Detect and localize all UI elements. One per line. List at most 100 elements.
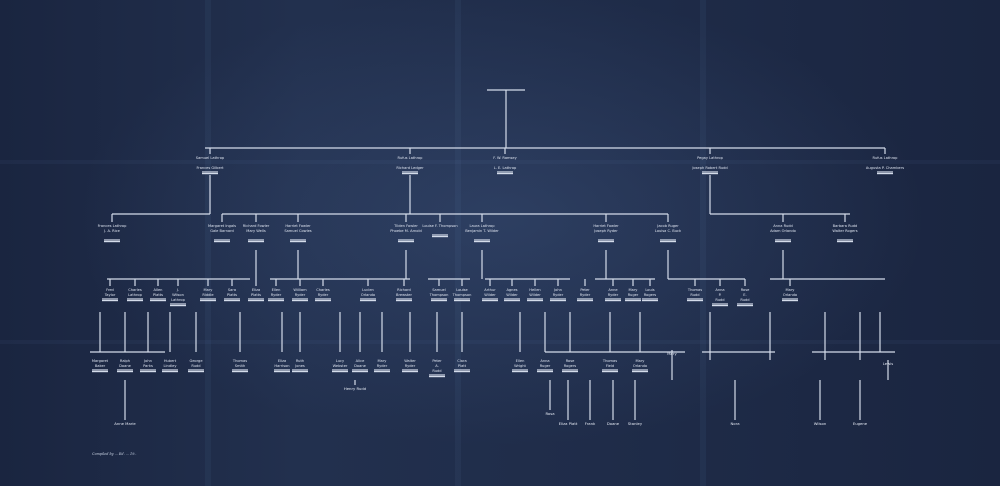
person-name: Anne — [608, 288, 618, 292]
person-name: Samuel Lathrop — [196, 156, 225, 160]
person-name: Eliza — [278, 359, 286, 363]
person-name: Riddle — [202, 293, 214, 297]
person-name: Rufus Lathrop — [873, 156, 899, 160]
person-name: Alice — [356, 359, 365, 363]
person-name: Arthur — [484, 288, 496, 292]
person-name: Ryder — [553, 293, 564, 297]
person-name: Lucy — [336, 359, 345, 363]
person-name: Anna Rudd — [773, 224, 793, 228]
person-name: John — [553, 288, 562, 292]
person-name: Thomas — [232, 359, 247, 363]
person-name: Platts — [227, 293, 237, 297]
person-name: Charles — [316, 288, 330, 292]
person-name: Thomas — [687, 288, 702, 292]
person-name: Sara — [228, 288, 236, 292]
person-name: Pegay Lathrop — [697, 156, 723, 160]
person-name: Rose — [566, 359, 575, 363]
person-name: Louis — [645, 288, 654, 292]
generation5-name: Mary — [667, 351, 677, 356]
person-name: Joseph Ryder — [593, 229, 618, 233]
person-name: Fred — [106, 288, 114, 292]
generation5-name: Rosa — [545, 411, 554, 416]
person-name: F. W. Ramsey — [493, 156, 517, 160]
person-name: Harriet Fowler — [285, 224, 311, 228]
person-name: Lathrop — [128, 293, 142, 297]
person-name: Ryder — [377, 364, 388, 368]
person-name: John — [143, 359, 152, 363]
person-name: Richard Ledger — [396, 166, 424, 170]
person-name: Charles — [128, 288, 142, 292]
person-name: Rogers — [564, 364, 577, 368]
person-name: Margaret Ingals — [208, 224, 236, 228]
person-name: Ryder — [580, 293, 591, 297]
person-name: Platts — [251, 293, 261, 297]
generation5-name: Doane — [607, 421, 620, 426]
person-name: Rogers — [644, 293, 657, 297]
person-name: George — [189, 359, 203, 363]
person-name: William — [293, 288, 307, 292]
person-name: Samuel Cowles — [284, 229, 311, 233]
person-name: Ellen — [516, 359, 525, 363]
person-name: A. — [435, 364, 439, 368]
person-name: E. — [743, 293, 746, 297]
person-name: Rudd — [690, 293, 699, 297]
fold-crease — [205, 0, 211, 486]
person-name: Gale Barnard — [210, 229, 234, 233]
person-name: Rudd — [432, 369, 441, 373]
person-name: Peter — [580, 288, 590, 292]
person-name: Phoebe M. Arnold — [390, 229, 422, 233]
person-name: Wilder — [529, 293, 541, 297]
person-name: Ralph — [120, 359, 130, 363]
person-name: Augusta P. Chambers — [866, 166, 904, 170]
person-name: Joseph Robert Rudd — [691, 166, 727, 170]
person-name: Ryder — [318, 293, 329, 297]
person-name: Mary — [786, 288, 796, 292]
generation5-name: Lewis — [883, 361, 894, 366]
compiler-signature: Compiled by ... Ed. ... 19.. — [92, 452, 137, 456]
person-name: Frances Gilbert — [196, 166, 224, 170]
person-name: Benjamin T. Wilder — [465, 229, 499, 233]
person-name: Baker — [95, 364, 106, 368]
person-name: Frances Lathrop — [98, 224, 127, 228]
person-name: Rudd — [740, 298, 749, 302]
person-name: Louise — [456, 288, 468, 292]
person-name: Jacob Ruger — [656, 224, 679, 228]
person-name: Ryder — [271, 293, 282, 297]
person-name: Richard — [397, 288, 411, 292]
person-name: Harriet Fowler — [593, 224, 619, 228]
person-name: Thompson — [429, 293, 449, 297]
person-name: Webster — [333, 364, 348, 368]
